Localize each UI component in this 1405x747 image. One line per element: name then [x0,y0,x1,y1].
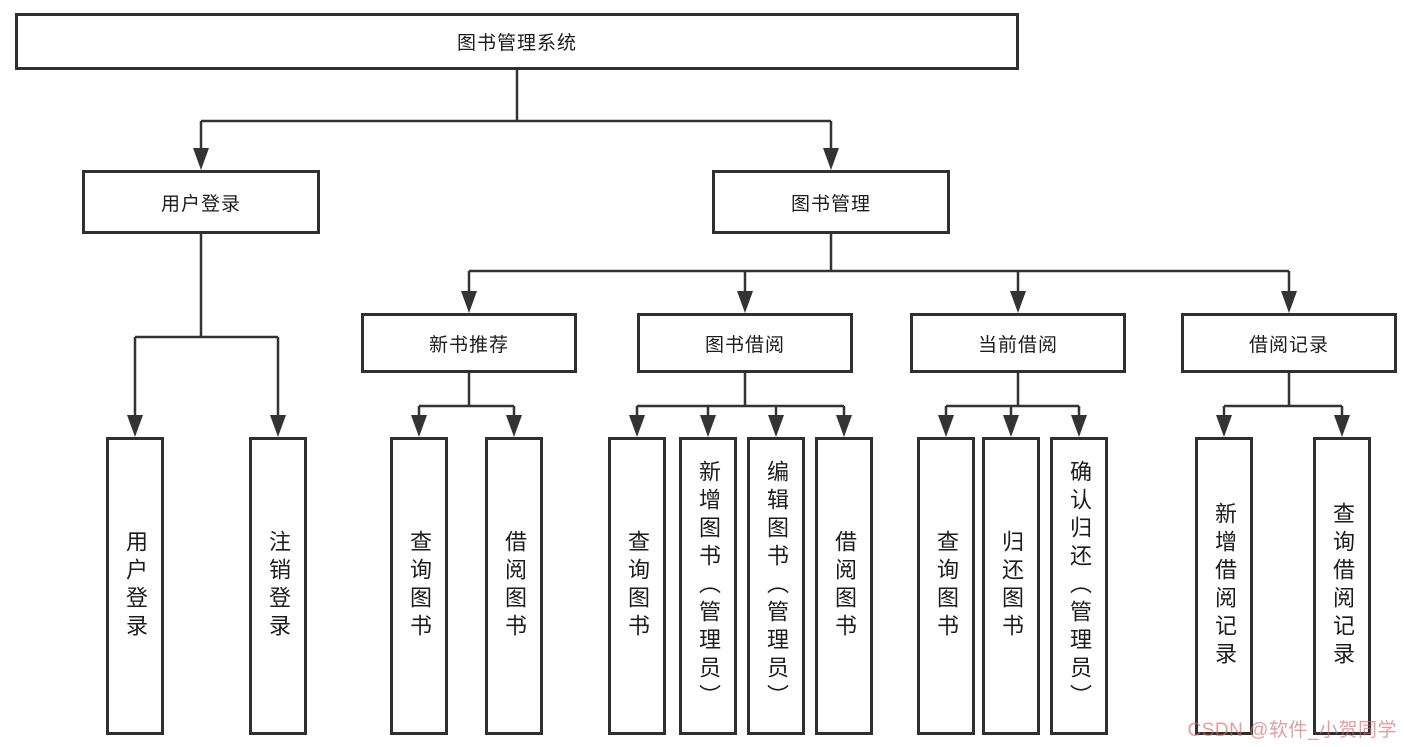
node-new-book-recommendation: 新书推荐 [361,313,577,373]
node-book-borrowing-label: 图书借阅 [704,334,785,356]
leaf-bb-add-book-admin-label: 新增图书（管理员） [696,460,721,712]
node-new-book-recommendation-label: 新书推荐 [428,334,509,356]
leaf-bb-query-book: 查询图书 [608,437,666,735]
leaf-logout-label: 注销登录 [266,530,291,642]
node-root-label: 图书管理系统 [456,33,577,54]
leaf-br-query-record: 查询借阅记录 [1313,437,1371,735]
leaf-br-add-record: 新增借阅记录 [1195,437,1253,735]
leaf-br-query-record-label: 查询借阅记录 [1330,502,1355,670]
node-current-borrowing: 当前借阅 [910,313,1126,373]
node-root-library-system: 图书管理系统 [15,13,1019,70]
arrowheads [127,148,1350,437]
leaf-bb-borrow-book: 借阅图书 [815,437,873,735]
leaf-cb-query-book: 查询图书 [917,437,975,735]
node-user-login-group-label: 用户登录 [160,193,241,215]
leaf-nbr-query-book-label: 查询图书 [407,530,432,642]
node-book-management-group-label: 图书管理 [790,193,871,215]
node-borrowing-records: 借阅记录 [1181,313,1397,373]
node-user-login-group: 用户登录 [82,170,320,234]
node-book-borrowing: 图书借阅 [637,313,853,373]
leaf-cb-return-book: 归还图书 [982,437,1040,735]
leaf-logout: 注销登录 [249,437,307,735]
leaf-cb-confirm-return-admin: 确认归还（管理员） [1050,437,1108,735]
leaf-cb-return-book-label: 归还图书 [999,530,1024,642]
node-book-management-group: 图书管理 [712,170,950,234]
leaf-bb-add-book-admin: 新增图书（管理员） [679,437,737,735]
node-borrowing-records-label: 借阅记录 [1248,334,1329,356]
leaf-user-login: 用户登录 [106,437,164,735]
leaf-nbr-borrow-book-label: 借阅图书 [502,530,527,642]
leaf-bb-borrow-book-label: 借阅图书 [832,530,857,642]
leaf-bb-edit-book-admin: 编辑图书（管理员） [747,437,805,735]
leaf-nbr-query-book: 查询图书 [390,437,448,735]
leaf-bb-edit-book-admin-label: 编辑图书（管理员） [764,460,789,712]
node-current-borrowing-label: 当前借阅 [977,334,1058,356]
leaf-cb-query-book-label: 查询图书 [934,530,959,642]
leaf-user-login-label: 用户登录 [123,530,148,642]
leaf-nbr-borrow-book: 借阅图书 [485,437,543,735]
leaf-bb-query-book-label: 查询图书 [625,530,650,642]
csdn-watermark: CSDN @软件_小贺同学 [1187,720,1397,741]
leaf-br-add-record-label: 新增借阅记录 [1212,502,1237,670]
leaf-cb-confirm-return-admin-label: 确认归还（管理员） [1067,460,1092,712]
